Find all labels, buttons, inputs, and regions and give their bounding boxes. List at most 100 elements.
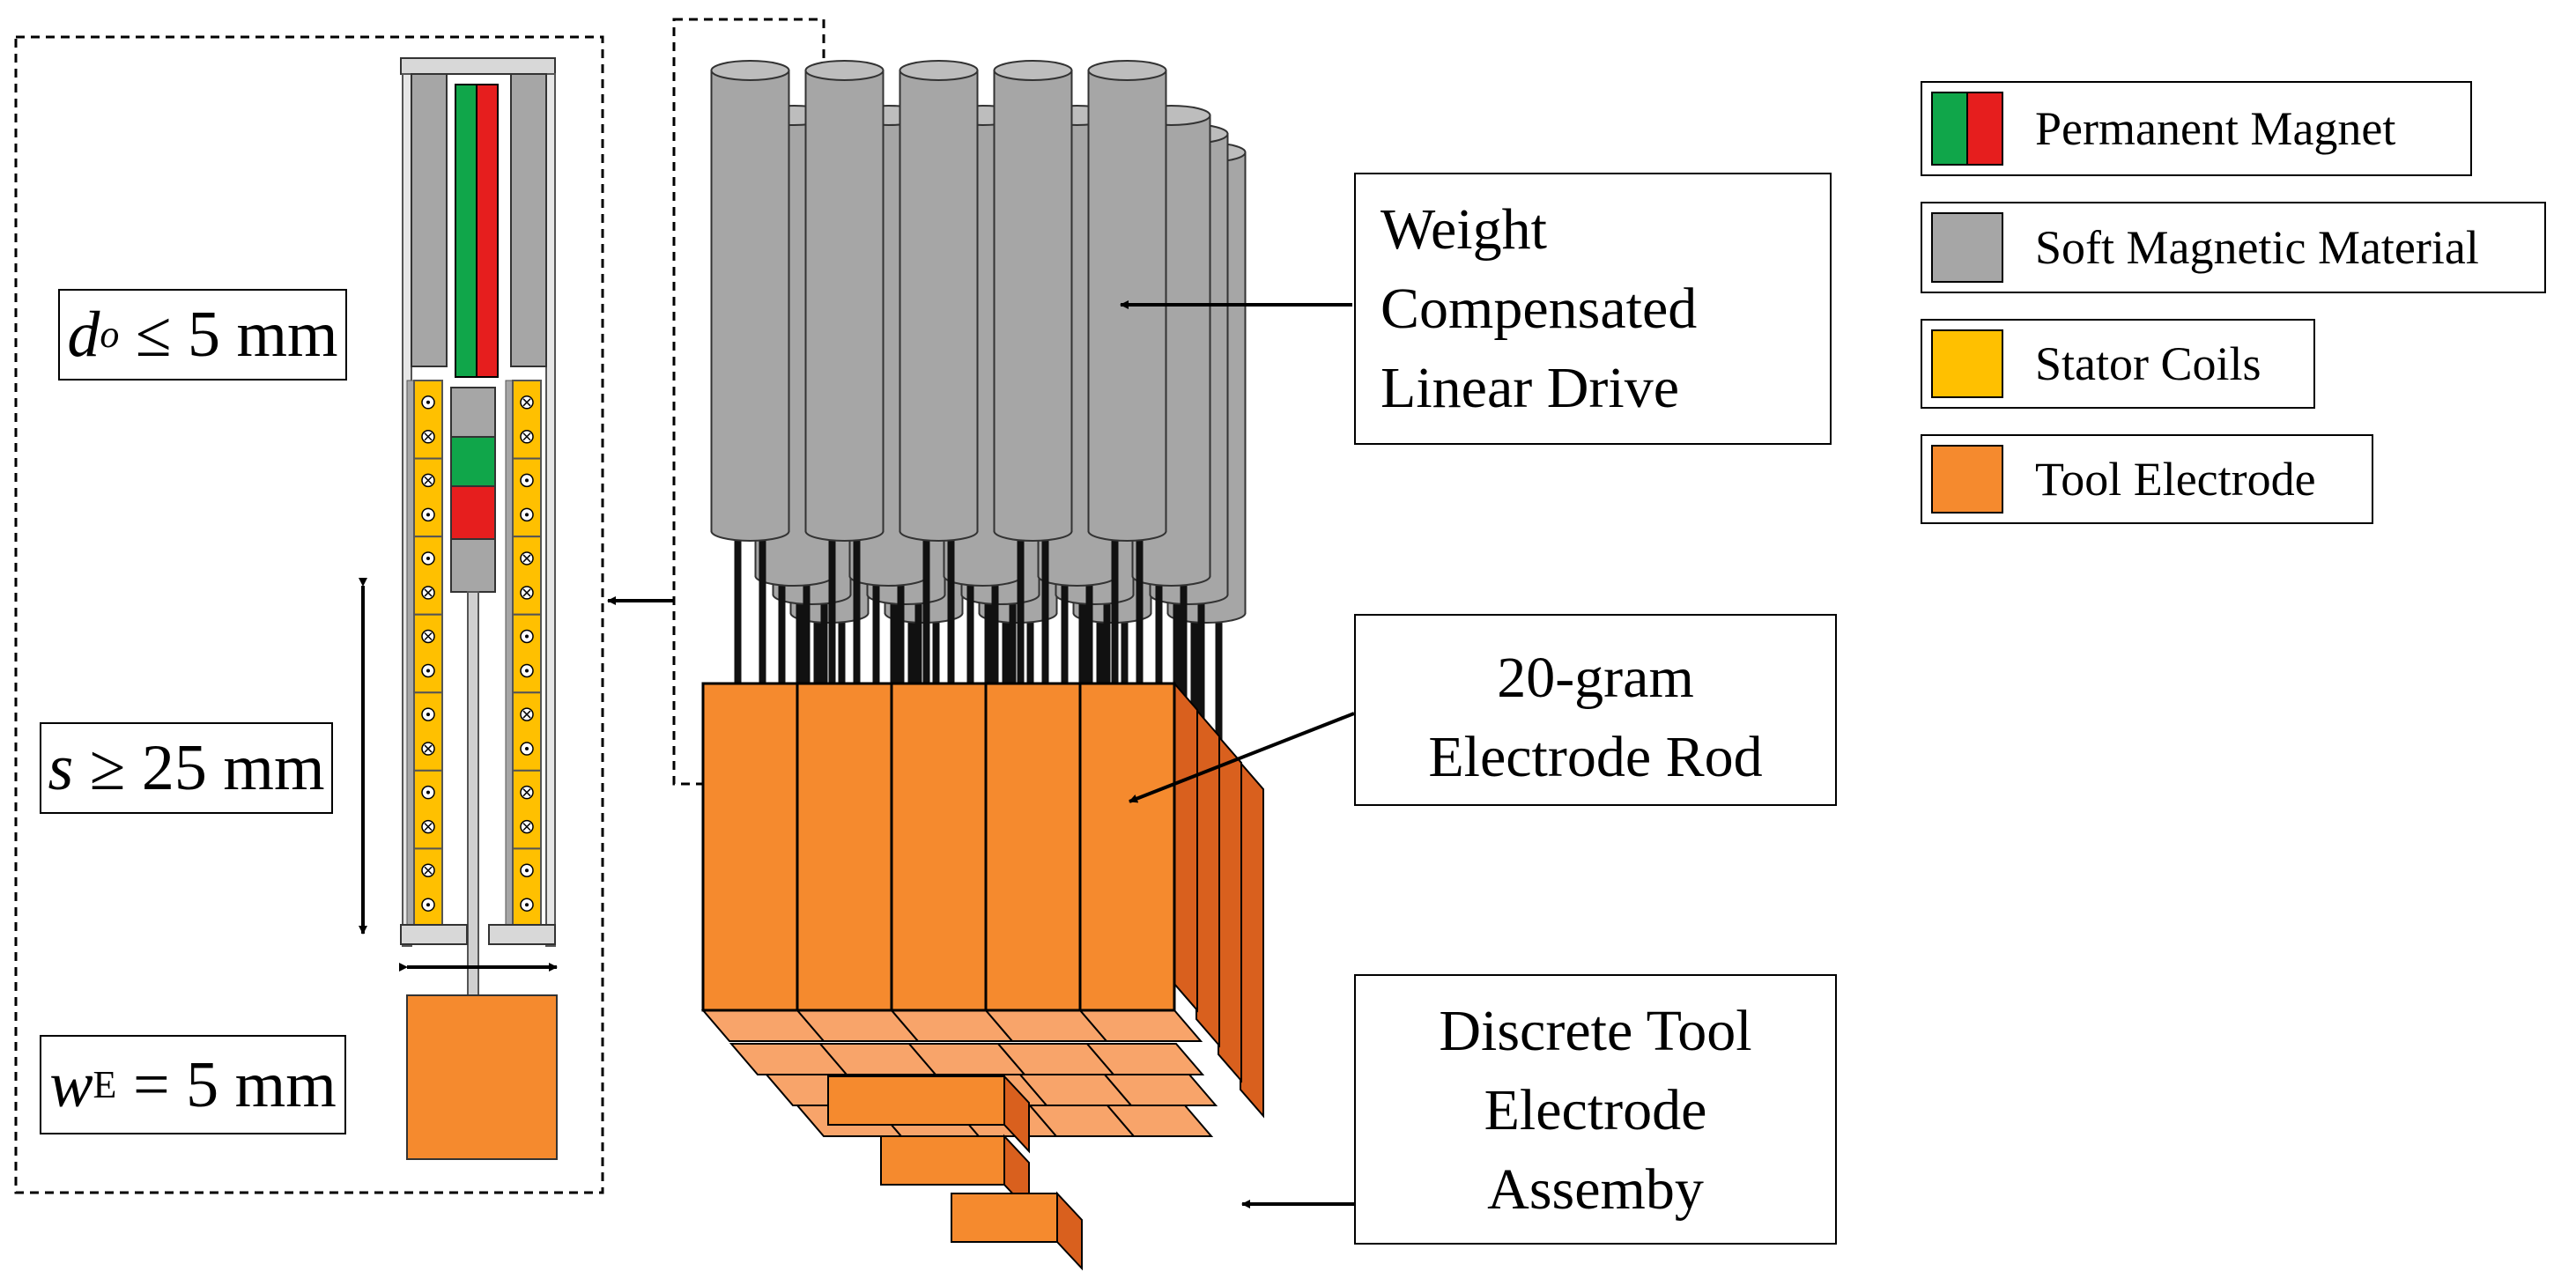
electrode-width-symbol: w: [49, 1048, 93, 1121]
rod-label: 20-gram Electrode Rod: [1354, 614, 1837, 806]
coil-segment: [512, 536, 542, 616]
upper-core-right: [510, 73, 547, 367]
drive-cylinder-mask: [806, 521, 883, 531]
detail-panel-frame: [14, 35, 604, 1194]
upper-core-left: [411, 73, 448, 367]
electrode-front-face: [890, 682, 988, 1012]
electrode-bottom-tile: [1102, 1074, 1218, 1106]
drive-cylinder-mask: [850, 565, 927, 576]
electrode-bottom-tile: [1105, 1105, 1214, 1137]
drive-cylinder-mask: [1089, 521, 1166, 531]
tool-electrode-block: [406, 994, 558, 1160]
current-in-cross: [424, 823, 433, 831]
bottom-cap-left: [400, 924, 468, 945]
legend-tool-electrode: Tool Electrode: [1921, 434, 2373, 524]
coil-back-iron: [505, 380, 514, 927]
current-out-dot: [426, 400, 430, 404]
drive-cylinder-mask: [1168, 602, 1245, 613]
electrode-bottom-tile: [1084, 1043, 1205, 1075]
current-out-dot: [426, 669, 430, 673]
current-in-cross: [522, 432, 531, 441]
current-in-cross: [424, 432, 433, 441]
assembly-label-line-3: Assemby: [1487, 1157, 1704, 1222]
outer-sleeve-right: [545, 73, 556, 947]
coil-segment: [413, 536, 443, 616]
drive-rod: [734, 531, 742, 751]
stator-magnet-north: [476, 84, 499, 378]
current-out-dot: [426, 556, 430, 560]
drive-rod: [1197, 595, 1205, 815]
current-in-cross: [522, 823, 531, 831]
current-out-dot: [525, 747, 529, 751]
electrode-width-value: = 5 mm: [132, 1048, 337, 1121]
drive-rod: [828, 531, 836, 751]
current-in-cross: [424, 866, 433, 875]
electrode-front-face: [701, 682, 799, 1012]
drive-rod: [1017, 531, 1025, 751]
current-in-cross: [522, 554, 531, 563]
drive-label-line-1: Weight: [1381, 197, 1547, 262]
electrode-width-subscript: E: [93, 1062, 117, 1106]
drive-rod: [1180, 576, 1188, 796]
stator-coils-right: [505, 380, 542, 928]
outer-diameter-subscript: o: [100, 313, 120, 356]
current-in-cross: [424, 476, 433, 484]
current-out-dot: [525, 669, 529, 673]
current-out-dot: [525, 513, 529, 517]
assembly-label-line-1: Discrete Tool: [1439, 999, 1752, 1063]
electrode-protrusion-side: [1056, 1191, 1083, 1271]
drive-cylinder: [804, 70, 885, 532]
electrode-rod: [467, 591, 479, 996]
current-out-dot: [525, 868, 529, 873]
rod-label-line-2: Electrode Rod: [1428, 725, 1763, 789]
drive-cylinder-top: [899, 60, 979, 81]
drive-cylinder-mask: [1151, 584, 1227, 595]
electrode-protrusion-side: [1003, 1074, 1030, 1154]
drive-rod: [1111, 531, 1119, 751]
current-in-cross: [522, 788, 531, 797]
coil-segment: [512, 769, 542, 850]
mover-core-bottom: [450, 538, 496, 593]
drive-rod: [1136, 531, 1144, 751]
drive-cylinder-mask: [756, 565, 833, 576]
coil-segment: [413, 613, 443, 694]
drive-rod: [922, 531, 930, 751]
drive-cylinder-top: [710, 60, 790, 81]
coil-segment: [512, 847, 542, 928]
drive-cylinder-mask: [944, 565, 1021, 576]
current-in-cross: [424, 588, 433, 597]
current-in-cross: [522, 398, 531, 407]
current-out-dot: [525, 634, 529, 639]
legend-label: Tool Electrode: [2035, 453, 2316, 506]
stroke-symbol: s: [48, 732, 74, 804]
legend-permanent-magnet: Permanent Magnet: [1921, 81, 2472, 176]
drive-cylinder-mask: [995, 521, 1071, 531]
drive-cylinder-mask: [1133, 565, 1210, 576]
coil-segment: [512, 457, 542, 538]
drive-cylinder-top: [993, 60, 1073, 81]
coil-segment: [413, 691, 443, 772]
assembly-label: Discrete Tool Electrode Assemby: [1354, 974, 1837, 1245]
coil-segment: [413, 847, 443, 928]
legend-stator-coils: Stator Coils: [1921, 319, 2315, 409]
assembly-label-line-2: Electrode: [1484, 1078, 1707, 1142]
stator-magnet-south: [455, 84, 477, 378]
bottom-cap-right: [488, 924, 556, 945]
electrode-side-face: [1195, 707, 1220, 1048]
current-out-dot: [426, 513, 430, 517]
detail-panel: [14, 35, 604, 1194]
outer-diameter-symbol: d: [67, 299, 100, 371]
electrode-swatch-icon: [1931, 445, 2003, 514]
linear-drive-array: [700, 60, 1264, 1271]
drive-cylinder-top: [804, 60, 885, 81]
current-in-cross: [522, 588, 531, 597]
legend-label: Stator Coils: [2035, 337, 2261, 390]
stroke-label: s ≥ 25 mm: [40, 722, 333, 814]
electrode-front-face: [796, 682, 893, 1012]
mover-core-top: [450, 387, 496, 438]
mover-magnet-north: [450, 485, 496, 540]
coil-back-iron: [406, 380, 415, 927]
rod-pointer-arrow: [1129, 712, 1355, 803]
drive-label-line-2: Compensated: [1381, 277, 1698, 341]
